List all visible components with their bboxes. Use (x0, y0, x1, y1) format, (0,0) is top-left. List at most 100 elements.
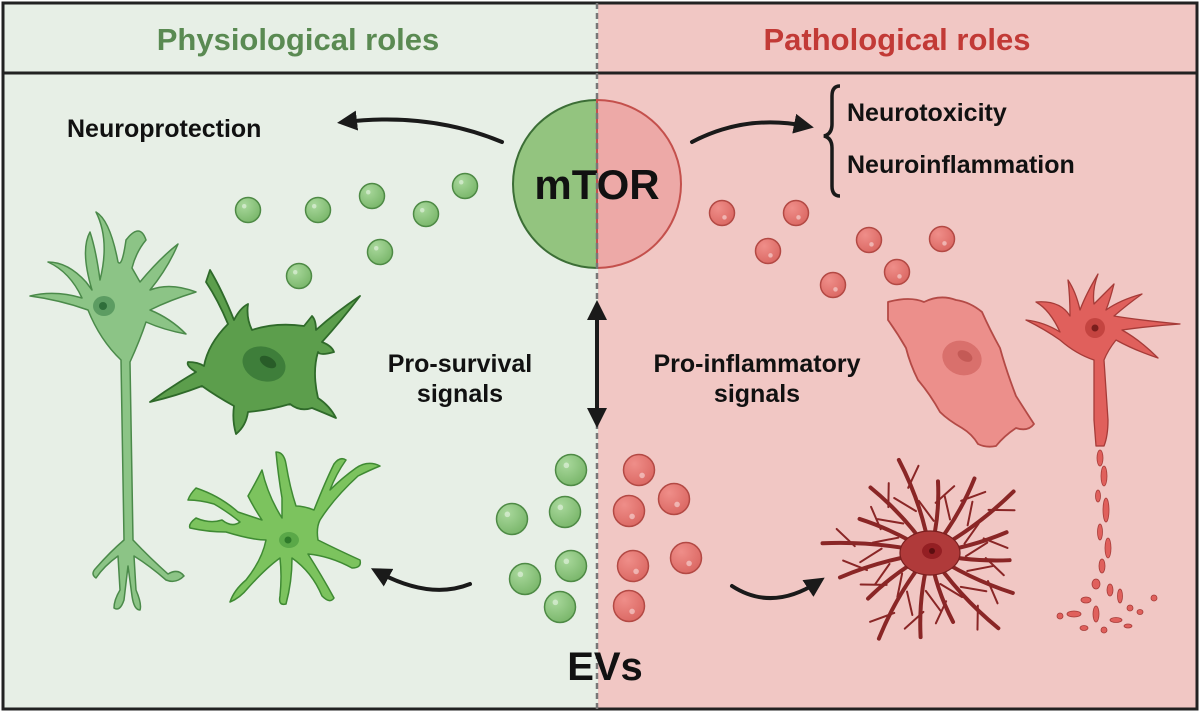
vesicle-highlight (563, 558, 570, 565)
ev-group-upper-right (708, 199, 956, 299)
axon-fragment (1095, 489, 1101, 503)
ev-group-upper-left (234, 172, 479, 290)
arrow-to-pathology (690, 113, 814, 144)
axon-fragment (1150, 594, 1158, 602)
astrocyte-subprocess (984, 557, 1005, 577)
astrocyte-subprocess (859, 547, 883, 564)
axon-fragment (1100, 626, 1108, 634)
extracellular-vesicle (554, 453, 588, 487)
astrocyte-subprocess (964, 541, 989, 558)
axon-fragment (1092, 605, 1100, 623)
vesicle-highlight (557, 504, 564, 511)
extracellular-vesicle (366, 238, 394, 266)
vesicle-highlight (629, 608, 635, 615)
vesicle-highlight (897, 274, 902, 279)
vesicle-highlight (833, 287, 838, 292)
vesicle-highlight (633, 568, 639, 575)
astrocyte-subprocess (842, 559, 868, 572)
axon-fragment (1109, 617, 1123, 623)
extracellular-vesicle (928, 225, 956, 253)
vesicle-highlight (686, 560, 692, 567)
extracellular-vesicle (543, 590, 577, 624)
vesicle-highlight (796, 215, 801, 220)
axon-fragment (1079, 625, 1089, 631)
curly-brace (823, 84, 841, 198)
astrocyte-subprocess (871, 536, 900, 544)
pro-inflammatory-label-line1: Pro-inflammatory (654, 350, 861, 378)
axon-fragment (1066, 610, 1082, 618)
axon-fragment (1106, 583, 1114, 597)
astrocyte-subprocess (903, 610, 925, 630)
mtor-hub: mTOR (512, 98, 682, 270)
vesicle-highlight (293, 270, 298, 275)
astrocyte-subprocess (874, 562, 891, 586)
astrocyte-subprocess (907, 464, 920, 489)
vesicle-highlight (504, 511, 511, 518)
extracellular-vesicle (495, 502, 529, 536)
astrocyte-subprocess (966, 565, 994, 573)
vesicle-highlight (639, 472, 645, 479)
astrocyte-subprocess (924, 589, 942, 612)
vesicle-highlight (722, 215, 727, 220)
ev-group-lower-right (612, 453, 703, 623)
axon-fragment (1091, 578, 1101, 590)
vesicle-highlight (374, 246, 379, 251)
mtor-hub-left-half (512, 98, 598, 270)
neuroprotection-label: Neuroprotection (67, 115, 261, 143)
extracellular-vesicle (548, 495, 582, 529)
astrocyte-subprocess (963, 522, 980, 545)
extracellular-vesicle (855, 226, 883, 254)
extracellular-vesicle (451, 172, 479, 200)
vesicle-highlight (517, 571, 524, 578)
astrocyte-subprocess (906, 590, 914, 617)
astrocyte-subprocess (869, 611, 896, 623)
astrocyte-subprocess (870, 505, 882, 531)
axon-fragments (1056, 449, 1158, 634)
degenerating-neuron (1025, 273, 1181, 447)
astrocyte-subprocess (835, 527, 856, 548)
extracellular-vesicle (285, 262, 313, 290)
vesicle-highlight (459, 180, 464, 185)
axon-fragment (1100, 465, 1108, 487)
astrocyte-subprocess (966, 500, 974, 527)
extracellular-vesicle (708, 199, 736, 227)
arrow-to-astrocyte (370, 568, 472, 592)
extracellular-vesicle (622, 453, 656, 487)
axon-fragment (1102, 497, 1110, 523)
axon-fragment (1098, 558, 1106, 574)
vesicle-highlight (768, 253, 773, 258)
astrocyte-subprocess (934, 485, 956, 504)
pro-inflammatory-label-line2: signals (714, 380, 800, 408)
vesicle-highlight (674, 501, 680, 508)
vesicle-highlight (629, 513, 635, 520)
extracellular-vesicle (554, 549, 588, 583)
extracellular-vesicle (754, 237, 782, 265)
axon-fragment (1096, 449, 1104, 467)
extracellular-vesicle (819, 271, 847, 299)
axon-fragment (1136, 609, 1144, 615)
astrocyte-subprocess (943, 494, 952, 521)
reactive-microglia (887, 296, 1035, 448)
astrocyte-subprocess (893, 497, 917, 513)
astrocyte-subprocess (982, 537, 1009, 549)
axon-fragment (1056, 612, 1064, 620)
extracellular-vesicle (782, 199, 810, 227)
arrow-to-reactive-astrocyte (730, 577, 825, 600)
axon-fragment (1097, 523, 1103, 541)
astrocyte-subprocess (959, 585, 988, 593)
vesicle-highlight (942, 241, 947, 246)
extracellular-vesicle (669, 541, 703, 575)
astrocyte-subprocess (896, 572, 904, 599)
vesicle-highlight (563, 462, 570, 469)
neurotoxicity-label: Neurotoxicity (847, 99, 1007, 127)
healthy-neuron (29, 211, 197, 611)
astrocyte-subprocess (986, 580, 999, 605)
axon-fragment (1126, 604, 1134, 612)
neuroinflammation-label: Neuroinflammation (847, 151, 1075, 179)
extracellular-vesicle (612, 494, 646, 528)
mtor-hub-right-half (596, 98, 682, 270)
oligodendrocyte-like-cell (149, 269, 361, 435)
extracellular-vesicle (657, 482, 691, 516)
